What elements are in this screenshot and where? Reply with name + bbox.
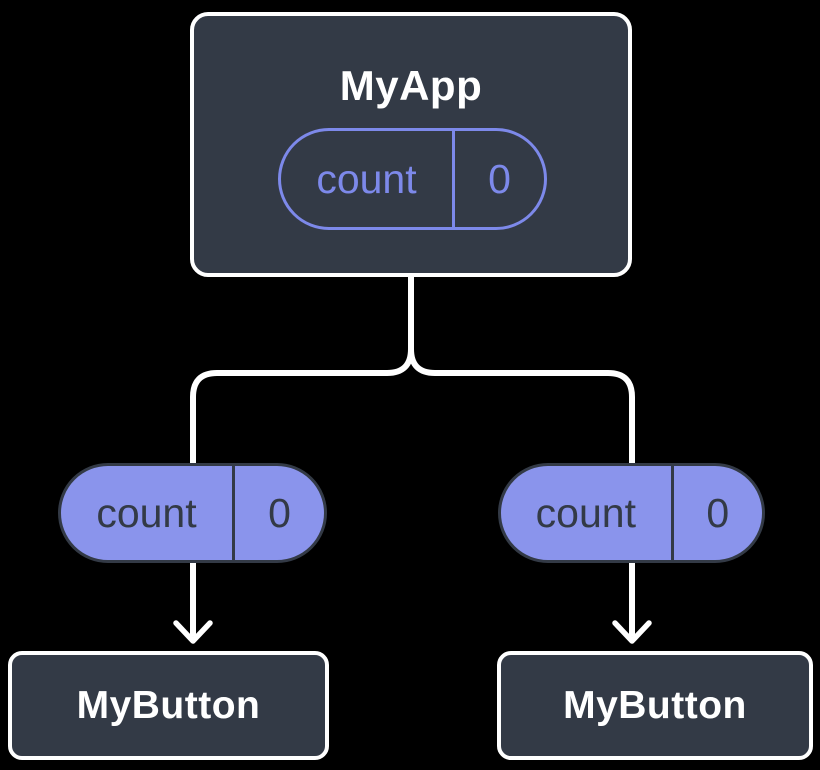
myapp-node: MyApp: [190, 12, 632, 277]
state-pill-value: 0: [488, 155, 511, 202]
prop-pill-left-divider: [231, 466, 235, 560]
state-pill-divider: [451, 131, 455, 227]
mybutton-right-title: MyButton: [563, 683, 747, 727]
mybutton-node-right: MyButton: [497, 651, 813, 760]
prop-pill-left-value: 0: [268, 489, 291, 536]
arrow-right-head-icon: [612, 620, 652, 644]
prop-pill-right: count 0: [498, 463, 765, 563]
mybutton-left-title: MyButton: [76, 683, 261, 727]
state-pill: count 0: [278, 128, 547, 230]
prop-pill-right-name: count: [535, 489, 636, 536]
mybutton-node-left: MyButton: [8, 651, 329, 760]
prop-pill-right-value: 0: [706, 489, 730, 536]
prop-pill-left: count 0: [58, 463, 327, 563]
myapp-title: MyApp: [339, 62, 483, 109]
connector-right-branch: [408, 274, 635, 466]
prop-pill-right-divider: [670, 466, 674, 560]
connector-left-branch: [190, 274, 414, 466]
arrow-left-head-icon: [173, 620, 213, 644]
prop-pill-left-name: count: [96, 489, 197, 536]
state-pill-name: count: [316, 155, 417, 202]
